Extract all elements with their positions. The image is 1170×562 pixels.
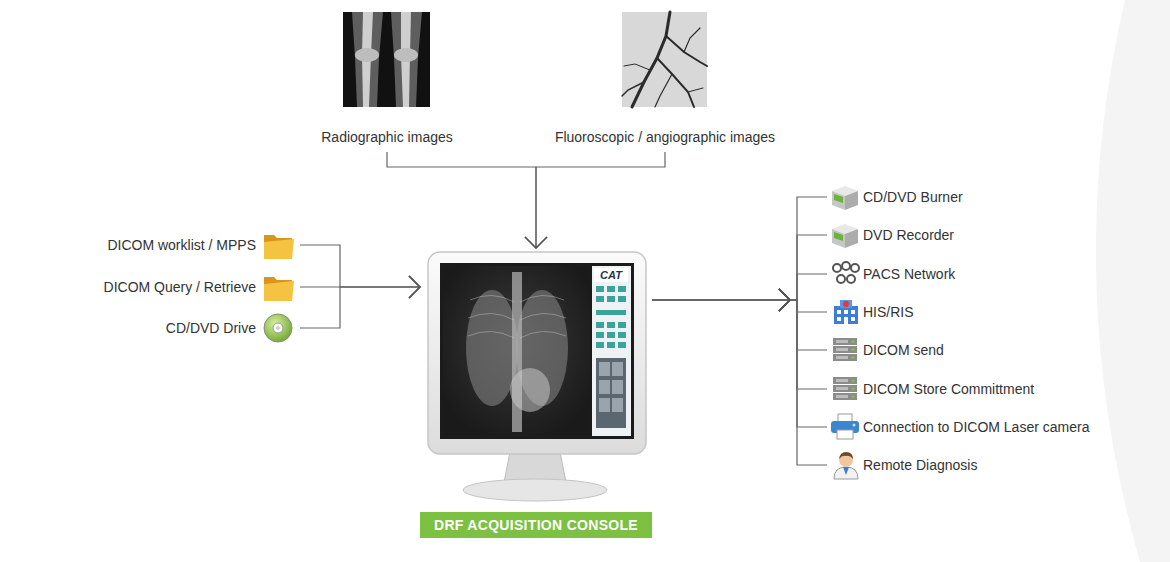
arrow-head — [409, 276, 420, 298]
hospital-icon — [834, 300, 858, 324]
item-label: CD/DVD Drive — [166, 320, 256, 336]
connector-line — [387, 152, 536, 248]
connector-line — [300, 287, 420, 328]
item-label: Connection to DICOM Laser camera — [863, 419, 1089, 435]
item-node: Connection to DICOM Laser camera — [827, 414, 1095, 440]
connector-line — [536, 152, 665, 248]
connector — [652, 289, 827, 465]
folder-icon — [264, 277, 294, 301]
server-icon — [833, 377, 857, 400]
connector-line — [652, 300, 827, 427]
monitor-illustration — [428, 252, 646, 501]
banner-title: DRF ACQUISITION CONSOLE — [420, 512, 652, 538]
connector — [652, 274, 827, 311]
doctor-icon — [834, 452, 858, 479]
image-node: Fluoroscopic / angiographic images — [549, 12, 781, 152]
arrow-head — [779, 289, 790, 311]
connector — [652, 289, 827, 389]
connector-line — [652, 300, 827, 389]
connector-line — [652, 300, 827, 350]
image-node: Radiographic images — [315, 12, 459, 152]
radiograph-thumbnail — [343, 12, 430, 107]
item-label: PACS Network — [863, 266, 955, 282]
item-label: DICOM Query / Retrieve — [104, 279, 256, 295]
connector-line — [652, 197, 827, 300]
item-label: Remote Diagnosis — [863, 457, 977, 473]
printer-icon — [831, 414, 859, 439]
item-label: DVD Recorder — [863, 227, 954, 243]
logo-text: CAT — [594, 268, 628, 282]
item-node: DICOM Query / Retrieve — [98, 274, 300, 300]
item-label: DICOM send — [863, 342, 944, 358]
item-label: Fluoroscopic / angiographic images — [555, 128, 775, 146]
connector — [525, 152, 665, 248]
folder-icon — [264, 235, 294, 259]
connector — [300, 245, 420, 298]
item-label: CD/DVD Burner — [863, 189, 963, 205]
server-icon — [833, 338, 857, 361]
box-icon — [832, 224, 858, 248]
connector — [387, 152, 547, 248]
item-label: DICOM Store Committment — [863, 381, 1034, 397]
network-icon — [833, 262, 859, 283]
connector-line — [652, 235, 827, 300]
item-node: Remote Diagnosis — [827, 452, 983, 478]
item-label: HIS/RIS — [863, 304, 914, 320]
box-icon — [832, 186, 858, 210]
item-node: DICOM Store Committment — [827, 376, 1040, 402]
item-node: PACS Network — [827, 261, 961, 287]
item-node: DICOM worklist / MPPS — [101, 232, 300, 258]
item-node: HIS/RIS — [827, 299, 920, 325]
item-node: DVD Recorder — [827, 222, 960, 248]
item-label: DICOM worklist / MPPS — [107, 237, 256, 253]
connector — [652, 289, 827, 350]
console-node: DRF ACQUISITION CONSOLE — [420, 248, 652, 538]
connector — [300, 276, 420, 328]
angiogram-thumbnail — [622, 12, 707, 107]
item-label: Radiographic images — [321, 128, 453, 146]
connector-line — [652, 300, 827, 465]
item-node: CD/DVD Drive — [160, 315, 300, 341]
connector-line — [300, 245, 420, 287]
background-sweep — [1096, 0, 1170, 562]
connector-line — [652, 274, 827, 300]
connector-line — [652, 300, 827, 312]
item-node: DICOM send — [827, 337, 950, 363]
disc-icon — [264, 314, 292, 342]
connector — [652, 197, 827, 311]
connector — [652, 289, 827, 427]
arrow-head — [525, 237, 547, 248]
item-node: CD/DVD Burner — [827, 184, 969, 210]
